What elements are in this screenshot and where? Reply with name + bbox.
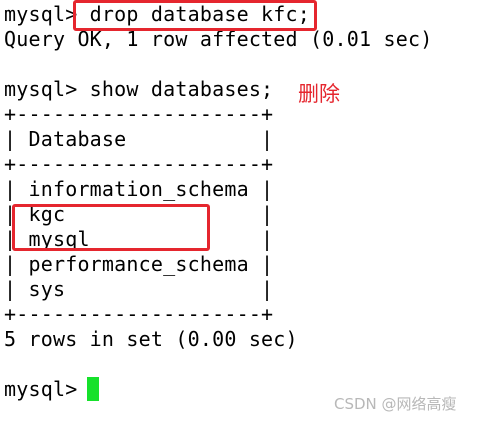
- terminal-line: | sys |: [4, 277, 274, 301]
- highlight-box-drop-command: [73, 0, 317, 31]
- terminal-line: +--------------------+: [4, 102, 274, 126]
- terminal-line: 5 rows in set (0.00 sec): [4, 327, 298, 351]
- terminal-cursor: [87, 377, 99, 401]
- annotation-label: 删除: [298, 82, 340, 106]
- watermark: CSDN @网络高瘦: [334, 395, 457, 413]
- terminal-line: mysql> show databases;: [4, 77, 274, 101]
- terminal-prompt-line: mysql>: [4, 377, 90, 401]
- terminal-line: | information_schema |: [4, 177, 274, 201]
- terminal-line: +--------------------+: [4, 302, 274, 326]
- terminal-line: +--------------------+: [4, 152, 274, 176]
- terminal-line: mysql> drop database kfc;: [4, 2, 311, 26]
- terminal-line: | performance_schema |: [4, 252, 274, 276]
- terminal-line: Query OK, 1 row affected (0.01 sec): [4, 27, 433, 51]
- terminal-line: | Database |: [4, 127, 274, 151]
- highlight-box-remaining-databases: [12, 204, 210, 251]
